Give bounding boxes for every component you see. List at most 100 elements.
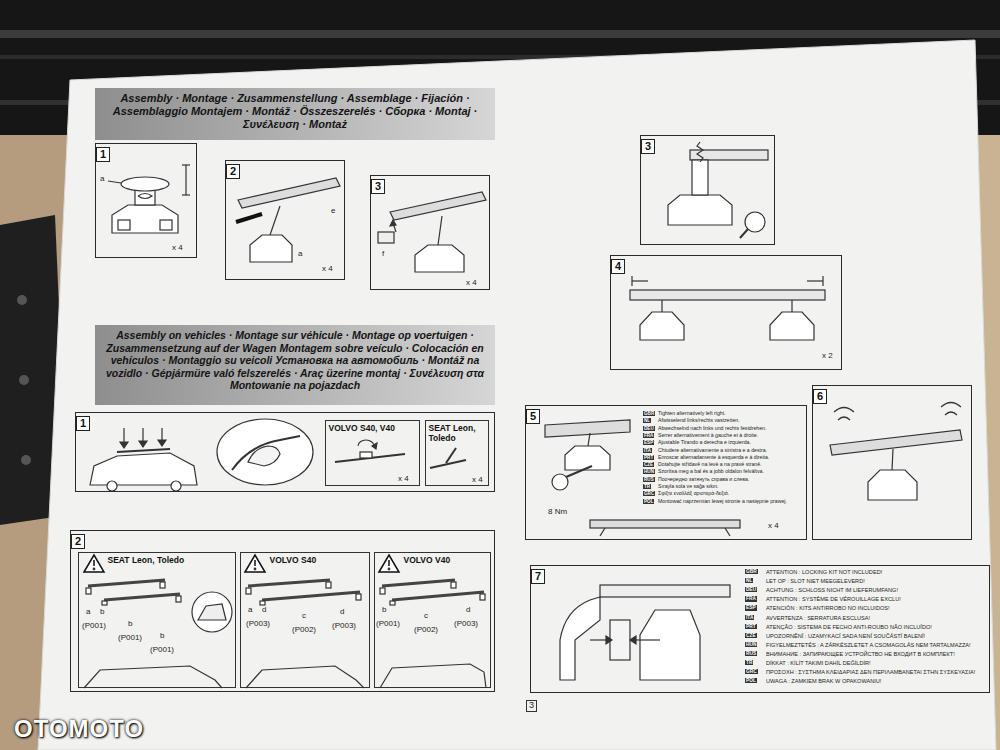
callout-letter: d bbox=[262, 606, 266, 615]
instruction-text: FIGYELMEZTETÉS : A ZÁRKÉSZLETET A CSOMAG… bbox=[766, 642, 971, 648]
step-number: 1 bbox=[96, 147, 110, 162]
instruction-text: Поочередно затянуть справа и слева. bbox=[658, 477, 749, 483]
step-panel: 2SEAT Leon, ToledoVOLVO S40VOLVO V40 bbox=[70, 530, 495, 692]
language-code: RUS bbox=[745, 651, 757, 656]
instruction-text: ATTENTION : SYSTÈME DE VÉROUILLAGE EXCLU… bbox=[766, 596, 901, 602]
step-panel: 1 bbox=[95, 143, 197, 258]
instruction-text: Tighten alternatively left right. bbox=[658, 411, 726, 417]
step-panel: 6 bbox=[812, 385, 972, 540]
language-code: NL bbox=[643, 418, 651, 423]
instruction-text: Afwisselend links/rechts vastzetten. bbox=[658, 418, 740, 424]
instruction-text: ACHTUNG : SCHLOSS NICHT IM LIEFERUMFANG! bbox=[766, 587, 898, 593]
language-code: HUN bbox=[745, 642, 757, 647]
callout-letter: a bbox=[100, 175, 104, 184]
language-code: ESP bbox=[745, 605, 757, 610]
language-code: CZE bbox=[745, 633, 757, 638]
instruction-text: Sırayla sola ve sağa sıkın. bbox=[658, 484, 719, 490]
header-band: Assembly on vehicles · Montage sur véhic… bbox=[95, 325, 495, 405]
callout-letter: d bbox=[340, 608, 344, 617]
part-code: (P002) bbox=[414, 626, 438, 635]
step-number: 3 bbox=[641, 139, 655, 154]
language-code: CZE bbox=[643, 462, 654, 467]
instruction-text: AVVERTENZA : SERRATURA ESCLUSA! bbox=[766, 615, 870, 621]
part-code: (P001) bbox=[82, 622, 106, 631]
step-panel: 3 bbox=[370, 175, 490, 290]
instruction-text: ATENÇÃO : SISTEMA DE FECHO ANTI-ROUBO NÃ… bbox=[766, 624, 932, 630]
language-code: RUS bbox=[643, 477, 655, 482]
step-panel: 3 bbox=[640, 135, 775, 245]
vehicle-model: VOLVO S40 bbox=[244, 555, 366, 565]
part-code: (P001) bbox=[376, 620, 400, 629]
language-code: NL bbox=[745, 578, 753, 583]
language-code: TR bbox=[745, 660, 753, 665]
callout-letter: a bbox=[86, 608, 90, 617]
step-number: 5 bbox=[526, 409, 540, 424]
instruction-text: Enroscar alternadamente à esquerda e à d… bbox=[658, 455, 769, 461]
vehicle-model: SEAT Leon, Toledo bbox=[82, 555, 232, 565]
language-code: DEU bbox=[745, 587, 757, 592]
callout-letter: c bbox=[302, 612, 306, 621]
step-panel: 1 VOLVO S40, V40 SEAT Leon, Toledo bbox=[75, 412, 495, 492]
part-code: (P002) bbox=[292, 626, 316, 635]
language-code: HUN bbox=[643, 469, 655, 474]
callout-letter: b bbox=[160, 632, 164, 641]
part-code: (P003) bbox=[332, 622, 356, 631]
language-code: ITA bbox=[643, 448, 652, 453]
language-code: GRC bbox=[643, 491, 655, 496]
vehicle-box: SEAT Leon, Toledo bbox=[78, 552, 236, 688]
step-number: 7 bbox=[531, 569, 545, 584]
quantity-note: x 2 bbox=[822, 352, 833, 361]
part-code: (P003) bbox=[246, 620, 270, 629]
language-code: POL bbox=[745, 678, 757, 683]
language-code: TR bbox=[643, 484, 651, 489]
step-number: 6 bbox=[813, 389, 827, 404]
instruction-text: ATTENTION : LOCKING KIT NOT INCLUDED! bbox=[766, 569, 882, 575]
instruction-text: UPOZORNĚNÍ : UZAMYKACÍ SADA NENÍ SOUČÁST… bbox=[766, 633, 925, 639]
language-code: POL bbox=[643, 499, 654, 504]
quantity-note: x 4 bbox=[466, 279, 477, 288]
language-code: FRA bbox=[745, 596, 757, 601]
instruction-text: LET OP : SLOT NIET MEEGELEVERD! bbox=[766, 578, 865, 584]
quantity-note: x 4 bbox=[472, 476, 483, 485]
part-code: (P001) bbox=[118, 634, 142, 643]
callout-letter: a bbox=[248, 606, 252, 615]
step-number: 4 bbox=[611, 259, 625, 274]
instruction-text: ΠΡΟΣΟΧΗ : ΣΥΣΤΗΜΑ ΚΛΕΙΔΑΡΙΑΣ ΔΕΝ ΠΕΡΙΛΑΜ… bbox=[766, 669, 975, 675]
language-code: PRT bbox=[643, 455, 654, 460]
quantity-note: x 4 bbox=[398, 475, 409, 484]
language-code: ESP bbox=[643, 440, 654, 445]
watermark: OTOMOTO bbox=[14, 716, 144, 742]
instruction-text: Ajustable Tirando a derecha e izquierda. bbox=[658, 440, 751, 446]
quantity-note: x 4 bbox=[322, 265, 333, 274]
step-number: 2 bbox=[71, 534, 85, 549]
callout-letter: c bbox=[424, 612, 428, 621]
language-code: PRT bbox=[745, 624, 757, 629]
instruction-text: Σφίξτε εναλλάξ αριστερά-δεξιά. bbox=[658, 491, 729, 497]
page-number: 3 bbox=[526, 700, 537, 712]
step-number: 3 bbox=[371, 179, 385, 194]
callout-letter: a bbox=[298, 250, 302, 259]
header-text: Assembly · Montage · Zusammenstellung · … bbox=[103, 92, 487, 132]
instruction-text: Montować naprzemian lewej stronie a nast… bbox=[658, 499, 787, 505]
language-code: GBR bbox=[745, 569, 758, 574]
language-code: FRA bbox=[643, 433, 654, 438]
callout-letter: b bbox=[100, 608, 104, 617]
step-number: 2 bbox=[226, 164, 240, 179]
quantity-note: x 4 bbox=[768, 522, 779, 531]
header-band: Assembly · Montage · Zusammenstellung · … bbox=[95, 88, 495, 140]
instruction-text: Serrer alternativement à gauche et à dro… bbox=[658, 433, 758, 439]
language-code: GRC bbox=[745, 669, 758, 674]
torque-value: 8 Nm bbox=[548, 508, 567, 517]
instruction-text: Dotahujte střídavě na levé a na pravé st… bbox=[658, 462, 762, 468]
language-code: ITA bbox=[745, 615, 754, 620]
callout-letter: e bbox=[331, 207, 335, 216]
step-number: 1 bbox=[76, 416, 90, 431]
language-code: DEU bbox=[643, 426, 655, 431]
quantity-note: x 4 bbox=[172, 244, 183, 253]
vehicle-model: VOLVO S40, V40 bbox=[329, 423, 416, 433]
callout-letter: f bbox=[382, 250, 384, 259]
vehicle-model: SEAT Leon, Toledo bbox=[429, 423, 485, 443]
part-code: (P003) bbox=[454, 620, 478, 629]
instruction-text: UWAGA : ZAMKIEM BRAK W OPAKOWANIU! bbox=[766, 678, 881, 684]
